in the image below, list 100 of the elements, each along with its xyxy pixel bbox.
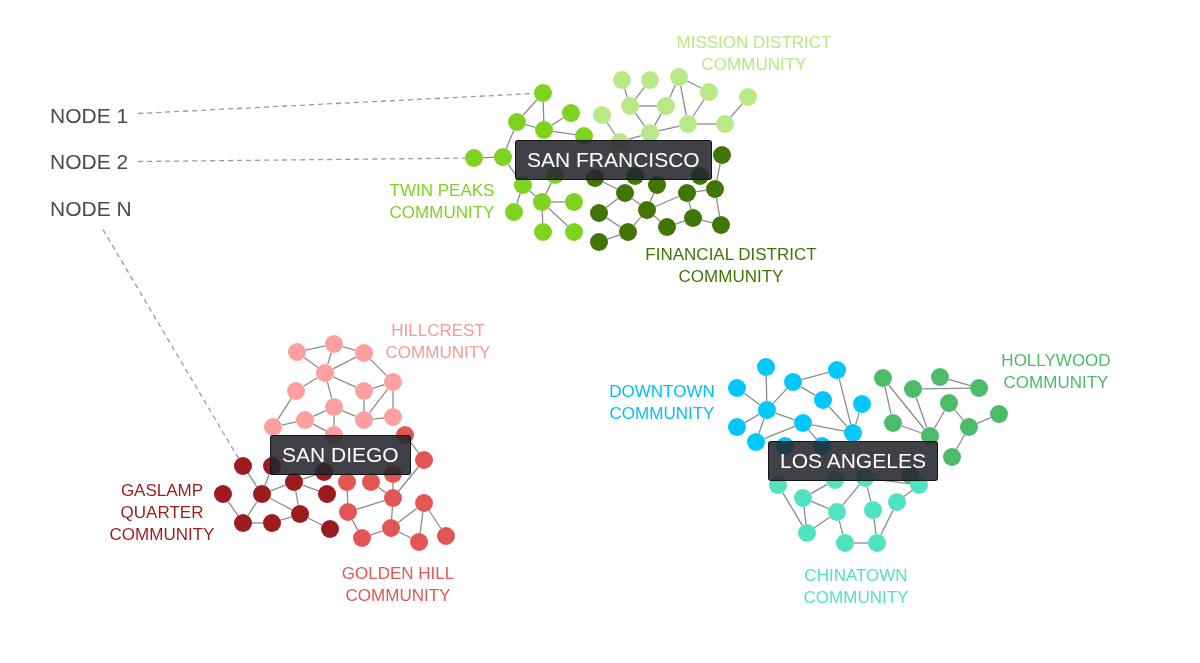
city-label: SAN DIEGO bbox=[270, 435, 411, 475]
link-line bbox=[390, 506, 394, 520]
node-dot bbox=[888, 493, 906, 511]
node-dot bbox=[325, 398, 343, 416]
link-line bbox=[550, 201, 566, 203]
link-line bbox=[873, 518, 877, 535]
link-line bbox=[369, 530, 384, 536]
link-line bbox=[264, 473, 270, 487]
link-line bbox=[658, 125, 680, 132]
callout-label: NODE 2 bbox=[50, 150, 129, 174]
node-dot bbox=[670, 68, 688, 86]
link-line bbox=[428, 509, 442, 530]
node-dot bbox=[534, 223, 552, 241]
link-line bbox=[605, 197, 619, 209]
node-dot bbox=[828, 503, 846, 521]
community-label: HOLLYWOOD COMMUNITY bbox=[1000, 350, 1112, 394]
node-dot bbox=[616, 184, 634, 202]
leader-line bbox=[137, 157, 466, 163]
link-line bbox=[654, 195, 680, 208]
node-dot bbox=[382, 519, 400, 537]
link-line bbox=[633, 216, 642, 226]
link-line bbox=[623, 87, 629, 99]
link-line bbox=[763, 425, 796, 440]
node-dot bbox=[288, 343, 306, 361]
link-line bbox=[900, 425, 923, 434]
link-line bbox=[631, 197, 641, 206]
link-line bbox=[880, 509, 894, 536]
node-dot bbox=[325, 335, 343, 353]
node-dot bbox=[321, 520, 339, 538]
node-dot bbox=[415, 494, 433, 512]
link-line bbox=[800, 385, 816, 397]
node-dot bbox=[712, 216, 730, 234]
link-line bbox=[743, 392, 761, 406]
link-line bbox=[976, 416, 992, 425]
node-dot bbox=[874, 369, 892, 387]
link-line bbox=[327, 351, 332, 366]
link-line bbox=[301, 474, 317, 480]
node-dot bbox=[747, 433, 765, 451]
link-line bbox=[392, 390, 394, 409]
node-dot bbox=[234, 457, 252, 475]
city-label: LOS ANGELES bbox=[768, 441, 938, 481]
link-line bbox=[828, 406, 848, 427]
community-label: MISSION DISTRICT COMMUNITY bbox=[675, 32, 833, 76]
node-dot bbox=[884, 414, 902, 432]
callout-label: NODE 1 bbox=[50, 104, 129, 128]
node-dot bbox=[940, 394, 958, 412]
node-dot bbox=[339, 503, 357, 521]
node-dot bbox=[798, 524, 816, 542]
node-dot bbox=[534, 84, 552, 102]
link-line bbox=[545, 182, 552, 195]
link-line bbox=[855, 411, 860, 426]
node-dot bbox=[619, 223, 637, 241]
node-dot bbox=[844, 424, 862, 442]
node-dot bbox=[658, 218, 676, 236]
link-line bbox=[547, 207, 569, 227]
node-dot bbox=[931, 368, 949, 386]
node-dot bbox=[533, 193, 551, 211]
node-dot bbox=[641, 124, 659, 142]
link-line bbox=[842, 484, 860, 506]
link-line bbox=[653, 215, 661, 222]
link-line bbox=[377, 486, 387, 494]
link-line bbox=[803, 506, 807, 525]
link-line bbox=[638, 105, 658, 107]
link-line bbox=[529, 190, 536, 197]
link-line bbox=[715, 197, 721, 217]
node-dot bbox=[565, 193, 583, 211]
link-line bbox=[333, 415, 335, 427]
node-dot bbox=[657, 97, 675, 115]
link-line bbox=[695, 189, 707, 193]
link-line bbox=[669, 84, 676, 99]
node-dot bbox=[814, 391, 832, 409]
node-dot bbox=[757, 358, 775, 376]
link-line bbox=[696, 123, 717, 125]
link-line bbox=[810, 500, 830, 510]
link-line bbox=[954, 409, 964, 421]
node-dot bbox=[590, 204, 608, 222]
node-dot bbox=[943, 448, 961, 466]
node-dot bbox=[728, 418, 746, 436]
link-line bbox=[552, 130, 576, 136]
node-dot bbox=[728, 379, 746, 397]
node-dot bbox=[508, 113, 526, 131]
node-dot bbox=[706, 180, 724, 198]
link-line bbox=[634, 112, 646, 127]
link-line bbox=[516, 192, 521, 205]
node-dot bbox=[437, 527, 455, 545]
node-dot bbox=[678, 184, 696, 202]
link-line bbox=[888, 384, 925, 430]
link-line bbox=[302, 377, 319, 387]
link-line bbox=[853, 542, 869, 544]
link-line bbox=[277, 397, 292, 421]
community-label: TWIN PEAKS COMMUNITY bbox=[388, 180, 496, 224]
link-line bbox=[269, 497, 293, 511]
node-dot bbox=[535, 121, 553, 139]
link-line bbox=[730, 103, 743, 118]
node-dot bbox=[621, 97, 639, 115]
link-line bbox=[505, 129, 515, 150]
link-line bbox=[772, 387, 788, 405]
link-line bbox=[915, 396, 928, 429]
node-dot bbox=[291, 505, 309, 523]
link-line bbox=[281, 421, 297, 426]
